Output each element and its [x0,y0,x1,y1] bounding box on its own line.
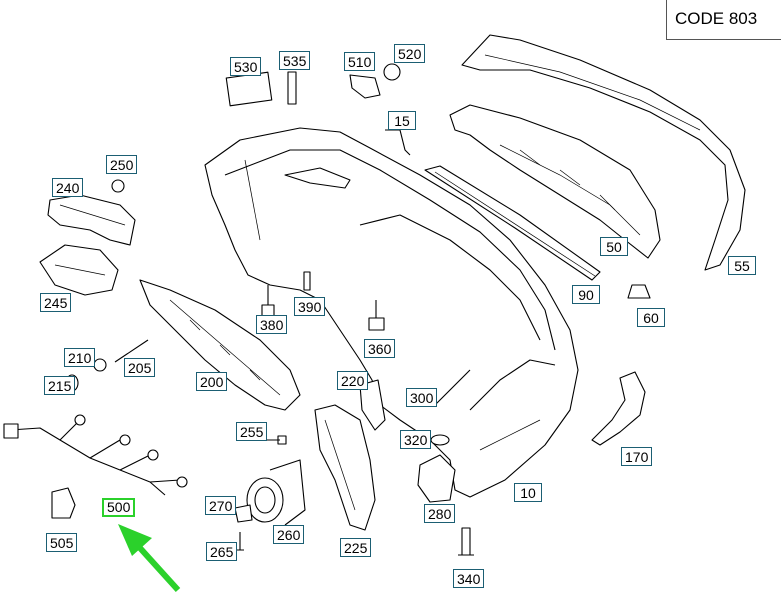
callout-255[interactable]: 255 [236,422,268,441]
callout-60[interactable]: 60 [637,308,665,327]
callout-505[interactable]: 505 [46,533,78,552]
side-trim-drawing [591,371,646,446]
inner-bracket-drawing [139,279,301,411]
diffuser-drawing [449,104,661,259]
callout-510[interactable]: 510 [344,52,376,71]
clip-505-drawing [51,487,76,519]
callout-215[interactable]: 215 [44,376,76,395]
callout-265[interactable]: 265 [206,542,238,561]
callout-500[interactable]: 500 [102,498,136,517]
callout-340[interactable]: 340 [453,569,485,588]
callout-10[interactable]: 10 [514,483,542,502]
callout-535[interactable]: 535 [279,51,311,70]
callout-360[interactable]: 360 [364,339,396,358]
sensor-housing-drawing [246,459,306,526]
code-label: CODE 803 [666,0,781,40]
callout-15[interactable]: 15 [388,111,416,130]
bumper-cover-drawing [204,127,579,498]
bracket-225-drawing [314,404,376,531]
trim-strip-drawing [424,165,601,281]
wiring-harness-drawing [3,414,188,496]
bracket-280-drawing [417,454,456,503]
upper-trim-drawing [461,34,746,271]
callout-225[interactable]: 225 [340,538,372,557]
callout-530[interactable]: 530 [230,57,262,76]
callout-170[interactable]: 170 [621,447,653,466]
callout-210[interactable]: 210 [64,348,96,367]
callout-220[interactable]: 220 [337,371,369,390]
callout-390[interactable]: 390 [294,297,326,316]
callout-50[interactable]: 50 [600,237,628,256]
callout-200[interactable]: 200 [196,372,228,391]
callout-380[interactable]: 380 [256,315,288,334]
callout-245[interactable]: 245 [40,293,72,312]
bracket-240-drawing [47,194,136,246]
callout-300[interactable]: 300 [406,388,438,407]
callout-280[interactable]: 280 [424,504,456,523]
callout-90[interactable]: 90 [572,285,600,304]
callout-260[interactable]: 260 [273,525,305,544]
highlight-arrow [118,524,181,593]
callout-55[interactable]: 55 [728,256,756,275]
callout-320[interactable]: 320 [400,430,432,449]
callout-240[interactable]: 240 [52,178,84,197]
callout-270[interactable]: 270 [205,496,237,515]
bracket-245-drawing [39,244,119,296]
callout-520[interactable]: 520 [394,44,426,63]
callout-205[interactable]: 205 [124,358,156,377]
callout-250[interactable]: 250 [106,155,138,174]
